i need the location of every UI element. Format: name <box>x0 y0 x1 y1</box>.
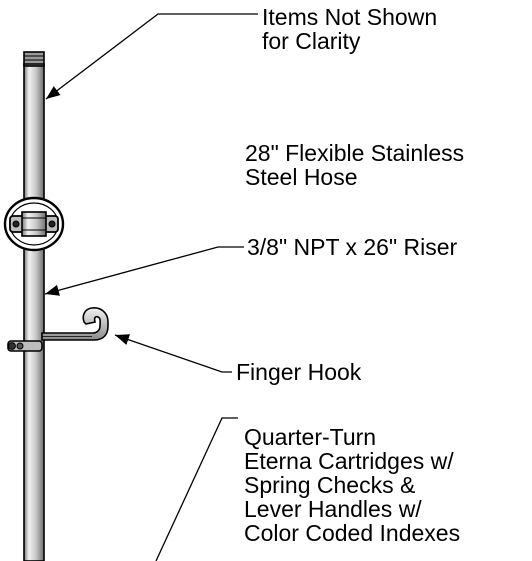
label-finger-hook: Finger Hook <box>236 360 361 384</box>
label-line: Color Coded Indexes <box>244 520 461 546</box>
label-items-not-shown: Items Not Shown for Clarity <box>262 5 437 53</box>
label-line: Spring Checks & <box>244 472 416 498</box>
label-line: Items Not Shown <box>262 4 438 30</box>
label-cartridges: Quarter-Turn Eterna Cartridges w/ Spring… <box>244 425 460 545</box>
leader-lines <box>44 13 258 561</box>
label-line: Finger Hook <box>236 359 362 385</box>
leader-cartridges <box>155 417 238 561</box>
label-riser: 3/8" NPT x 26" Riser <box>247 235 457 259</box>
label-line: 3/8" NPT x 26" Riser <box>247 234 458 260</box>
leader-items-not-shown <box>45 13 258 100</box>
label-flexible-hose: 28" Flexible Stainless Steel Hose <box>245 141 464 189</box>
round-bracket <box>3 196 65 252</box>
riser-pipe <box>23 51 45 561</box>
label-line: Eterna Cartridges w/ <box>244 448 454 474</box>
leader-riser <box>44 246 244 296</box>
label-line: Quarter-Turn <box>244 424 377 450</box>
label-line: Steel Hose <box>245 164 358 190</box>
label-line: for Clarity <box>262 28 361 54</box>
label-line: 28" Flexible Stainless <box>245 140 465 166</box>
leader-finger-hook <box>114 334 232 373</box>
label-line: Lever Handles w/ <box>244 496 422 522</box>
finger-hook <box>7 307 109 352</box>
